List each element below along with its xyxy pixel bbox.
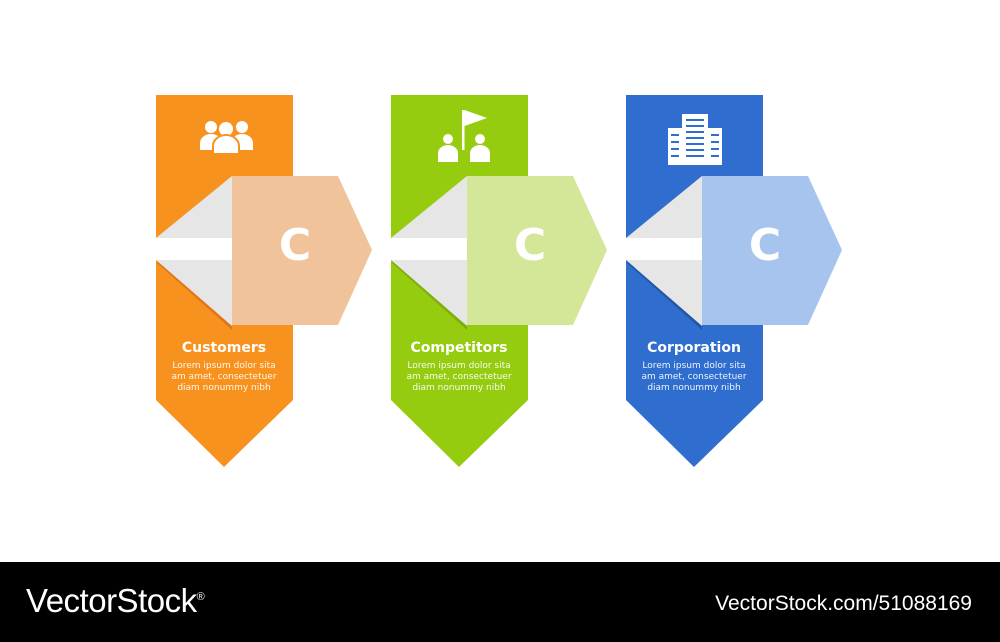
fold-bottom: [391, 260, 467, 326]
fold-bottom: [156, 260, 232, 326]
people-flag-icon: [438, 110, 490, 162]
card-corporation: C Corporation Lorem ipsum dolor sita am …: [614, 95, 842, 467]
card-body-line: diam nonummy nibh: [412, 383, 506, 393]
card-body-line: am amet, consectetuer: [171, 372, 277, 382]
fold-top: [391, 176, 467, 238]
card-shape: [391, 95, 607, 467]
card-body-line: am amet, consectetuer: [406, 372, 512, 382]
card-body-line: diam nonummy nibh: [647, 383, 741, 393]
card-body: Lorem ipsum dolor sita am amet, consecte…: [144, 361, 304, 394]
fold-middle: [391, 238, 467, 260]
card-title: Competitors: [410, 340, 508, 356]
brand-logo: VectorStock®: [26, 582, 205, 620]
fold-middle: [626, 238, 702, 260]
card-body-line: diam nonummy nibh: [177, 383, 271, 393]
card-letter: C: [278, 220, 312, 271]
card-body-line: Lorem ipsum dolor sita: [172, 361, 276, 371]
letter-pentagon: [232, 176, 372, 325]
brand-name: VectorStock: [26, 582, 197, 619]
card-letter: C: [748, 220, 782, 271]
office-building-icon: [668, 114, 722, 165]
card-competitors: C Competitors Lorem ipsum dolor sita am …: [379, 95, 607, 467]
registered-mark: ®: [196, 591, 205, 603]
fold-middle: [156, 238, 232, 260]
watermark-footer: VectorStock® VectorStock.com/51088169: [0, 562, 1000, 642]
fold-bottom: [626, 260, 702, 326]
card-body: Lorem ipsum dolor sita am amet, consecte…: [379, 361, 539, 394]
card-body-line: Lorem ipsum dolor sita: [407, 361, 511, 371]
fold-top: [156, 176, 232, 238]
card-title: Corporation: [647, 340, 741, 356]
card-shape: [156, 95, 372, 467]
card-title: Customers: [181, 340, 267, 356]
stock-id: VectorStock.com/51088169: [715, 592, 972, 615]
people-group-icon: [200, 120, 253, 155]
fold-top: [626, 176, 702, 238]
card-letter: C: [513, 220, 547, 271]
card-body: Lorem ipsum dolor sita am amet, consecte…: [614, 361, 774, 394]
card-body-line: am amet, consectetuer: [641, 372, 747, 382]
card-customers: C Customers Lorem ipsum dolor sita am am…: [144, 95, 372, 467]
letter-pentagon: [702, 176, 842, 325]
letter-pentagon: [467, 176, 607, 325]
infographic-canvas: C Customers Lorem ipsum dolor sita am am…: [144, 95, 842, 467]
card-shape: [626, 95, 842, 467]
card-body-line: Lorem ipsum dolor sita: [642, 361, 746, 371]
